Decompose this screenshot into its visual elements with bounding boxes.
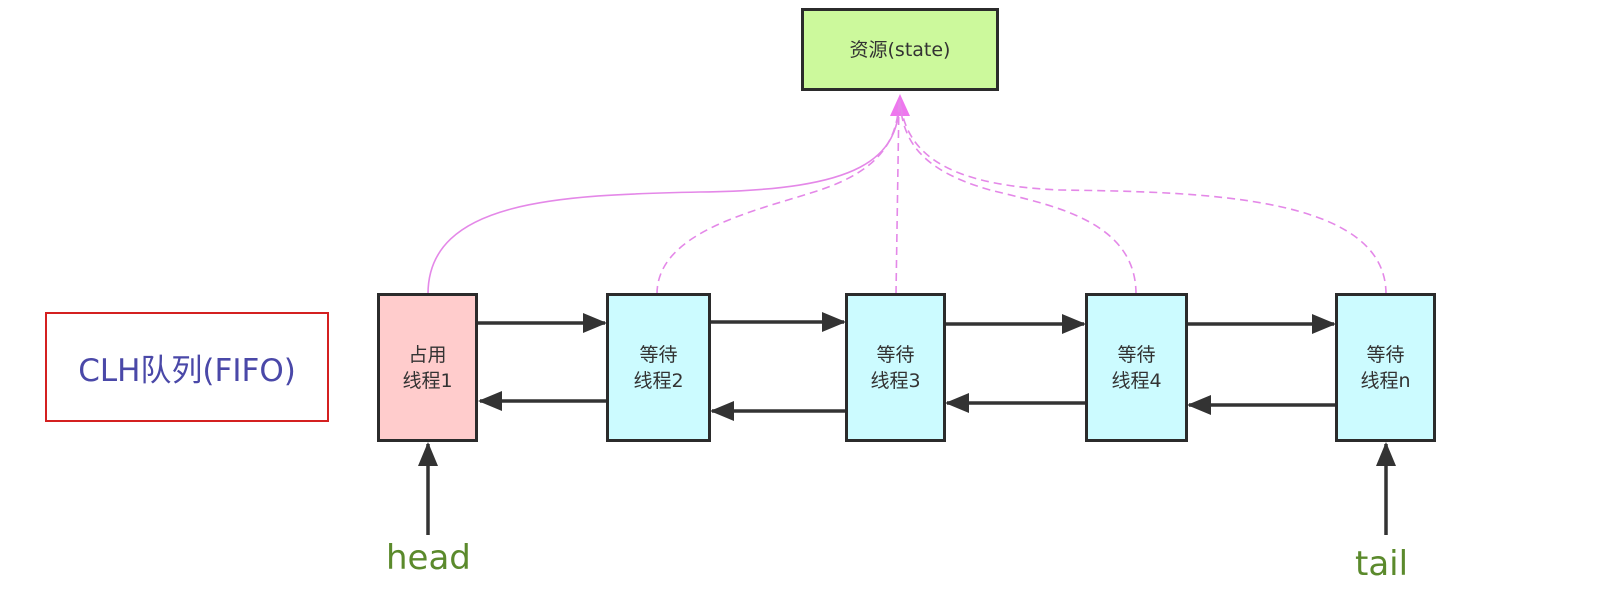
- link-threadn-resource: [899, 99, 1387, 295]
- node-thread: 线程n: [1360, 369, 1411, 392]
- link-thread2-resource: [656, 99, 900, 295]
- node-thread4: 等待 线程4: [1085, 293, 1188, 442]
- node-status: 等待: [1117, 343, 1156, 366]
- resource-label: 资源(state): [849, 38, 951, 61]
- resource-state-box: 资源(state): [801, 8, 999, 91]
- node-status: 占用: [408, 343, 447, 366]
- node-threadn: 等待 线程n: [1335, 293, 1436, 442]
- node-thread: 线程1: [402, 369, 453, 392]
- node-thread: 线程3: [870, 369, 921, 392]
- clh-queue-label: CLH队列(FIFO): [78, 352, 296, 389]
- node-thread3: 等待 线程3: [845, 293, 946, 442]
- node-thread: 线程4: [1111, 369, 1162, 392]
- clh-queue-label-box: CLH队列(FIFO): [45, 312, 329, 422]
- node-status: 等待: [1366, 343, 1405, 366]
- node-thread: 线程2: [633, 369, 684, 392]
- link-thread4-resource: [899, 99, 1137, 295]
- node-thread1: 占用 线程1: [377, 293, 478, 442]
- node-status: 等待: [876, 343, 915, 366]
- node-status: 等待: [639, 343, 678, 366]
- head-label: head: [386, 538, 471, 578]
- link-thread3-resource: [895, 99, 900, 295]
- link-thread1-resource: [427, 94, 910, 295]
- tail-label: tail: [1355, 544, 1409, 584]
- node-thread2: 等待 线程2: [606, 293, 711, 442]
